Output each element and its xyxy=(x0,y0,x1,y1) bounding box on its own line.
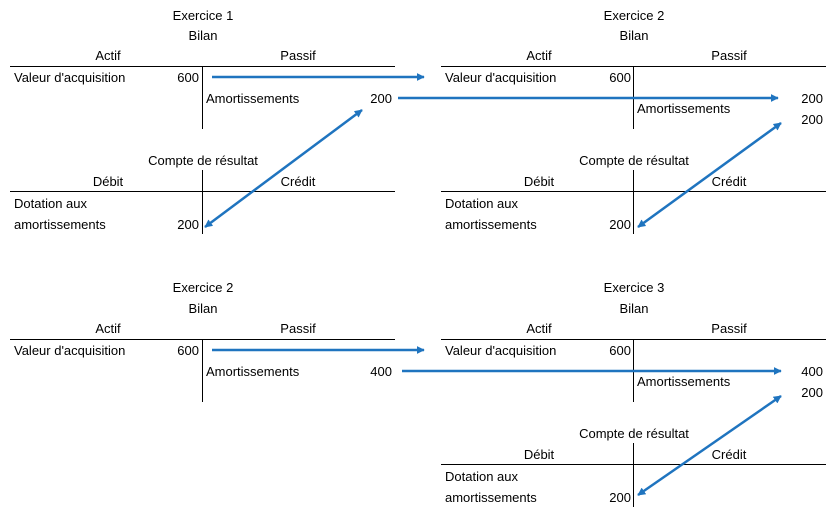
arrows xyxy=(204,72,782,497)
resultat-4-line1: Dotation aux xyxy=(445,469,518,484)
bilan-2-passif-value-1: 200 xyxy=(801,91,823,106)
resultat-4-title: Compte de résultat xyxy=(579,426,689,441)
exercice-4-title: Exercice 3 xyxy=(603,280,665,295)
arrow-dotation-1 xyxy=(204,108,363,229)
bilan-2-actif-value: 600 xyxy=(609,70,631,85)
bilan-2-passif-header: Passif xyxy=(711,48,747,63)
bilan-4-passif-value-2: 200 xyxy=(801,385,823,400)
bilan-3-actif-value: 600 xyxy=(177,343,199,358)
resultat-2-line1: Dotation aux xyxy=(445,196,518,211)
bilan-3-actif-header: Actif xyxy=(95,321,121,336)
bilan-4-passif-label: Amortissements xyxy=(637,374,731,389)
bilan-4-passif-header: Passif xyxy=(711,321,747,336)
exercice-3-title: Exercice 2 xyxy=(172,280,234,295)
bilan-3-passif-value: 400 xyxy=(370,364,392,379)
resultat-2-credit-header: Crédit xyxy=(711,174,747,189)
bilan-4-title: Bilan xyxy=(619,301,649,316)
arrow-dotation-2 xyxy=(637,121,782,229)
resultat-1-value: 200 xyxy=(177,217,199,232)
resultat-2-line2: amortissements xyxy=(445,217,537,232)
bilan-4-passif-value-1: 400 xyxy=(801,364,823,379)
resultat-4-value: 200 xyxy=(609,490,631,505)
bilan-1-actif-label: Valeur d'acquisition xyxy=(14,70,126,85)
resultat-2-value: 200 xyxy=(609,217,631,232)
resultat-4-credit-header: Crédit xyxy=(711,447,747,462)
bilan-4-actif-label: Valeur d'acquisition xyxy=(445,343,557,358)
bilan-1-passif-label: Amortissements xyxy=(206,91,300,106)
resultat-1-line1: Dotation aux xyxy=(14,196,87,211)
bilan-3-title: Bilan xyxy=(188,301,218,316)
bilan-1-actif-header: Actif xyxy=(95,48,121,63)
bilan-4-actif-header: Actif xyxy=(526,321,552,336)
bilan-2-passif-label: Amortissements xyxy=(637,101,731,116)
bilan-2-actif-header: Actif xyxy=(526,48,552,63)
bilan-4-actif-value: 600 xyxy=(609,343,631,358)
resultat-1-credit-header: Crédit xyxy=(280,174,316,189)
bilan-1-passif-header: Passif xyxy=(280,48,316,63)
bilan-1-title: Bilan xyxy=(188,28,218,43)
bilan-2-actif-label: Valeur d'acquisition xyxy=(445,70,557,85)
arrow-dotation-3 xyxy=(637,394,782,497)
resultat-2-debit-header: Débit xyxy=(523,174,555,189)
resultat-4-debit-header: Débit xyxy=(523,447,555,462)
resultat-1-debit-header: Débit xyxy=(92,174,124,189)
resultat-4-line2: amortissements xyxy=(445,490,537,505)
t-account-lines xyxy=(10,66,826,507)
exercice-1-title: Exercice 1 xyxy=(172,8,234,23)
bilan-3-actif-label: Valeur d'acquisition xyxy=(14,343,126,358)
exercice-2-title: Exercice 2 xyxy=(603,8,665,23)
resultat-2-title: Compte de résultat xyxy=(579,153,689,168)
bilan-3-passif-header: Passif xyxy=(280,321,316,336)
bilan-1-actif-value: 600 xyxy=(177,70,199,85)
bilan-3-passif-label: Amortissements xyxy=(206,364,300,379)
resultat-1-title: Compte de résultat xyxy=(148,153,258,168)
bilan-2-title: Bilan xyxy=(619,28,649,43)
bilan-1-passif-value: 200 xyxy=(370,91,392,106)
bilan-2-passif-value-2: 200 xyxy=(801,112,823,127)
resultat-1-line2: amortissements xyxy=(14,217,106,232)
